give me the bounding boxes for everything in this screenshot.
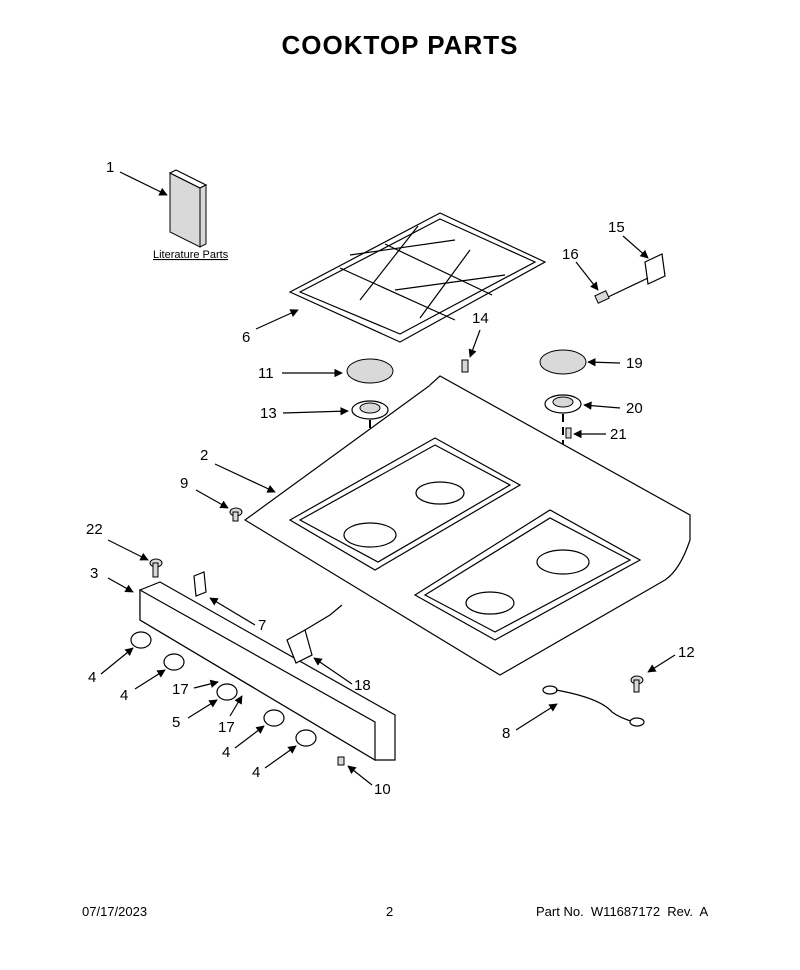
- callout-11: 11: [258, 365, 274, 382]
- footer-part-number: Part No. W11687172 Rev. A: [536, 904, 709, 919]
- literature-booklet: [168, 169, 208, 248]
- callout-15: 15: [608, 219, 625, 236]
- screw-14: [461, 359, 469, 373]
- screw-10: [337, 756, 345, 766]
- callout-19: 19: [626, 355, 643, 372]
- leader-lines: [100, 171, 676, 786]
- callout-4: 4: [222, 744, 230, 761]
- callout-6: 6: [242, 329, 250, 346]
- control-knob: [295, 729, 317, 747]
- callout-1: 1: [106, 159, 114, 176]
- control-knob: [163, 653, 185, 671]
- callout-20: 20: [626, 400, 643, 417]
- clip-7: [193, 571, 207, 597]
- page-title: COOKTOP PARTS: [281, 30, 519, 60]
- callout-9: 9: [180, 475, 188, 492]
- callout-7: 7: [258, 617, 266, 634]
- callout-4: 4: [120, 687, 128, 704]
- callout-17: 17: [172, 681, 189, 698]
- callout-5: 5: [172, 714, 180, 731]
- valve-18: [286, 604, 343, 664]
- manifold-panel: [139, 581, 396, 762]
- callout-14: 14: [472, 310, 489, 327]
- ground-wire-8: [542, 685, 645, 727]
- control-knob: [263, 709, 285, 727]
- orifice-21: [565, 427, 572, 439]
- burner-head-13: [351, 400, 389, 420]
- footer-date: 07/17/2023: [82, 904, 148, 919]
- callout-8: 8: [502, 725, 510, 742]
- callout-2: 2: [200, 447, 208, 464]
- callout-4: 4: [252, 764, 260, 781]
- burner-cap-11: [346, 358, 394, 384]
- footer-page-number: 2: [386, 904, 394, 919]
- burner-cap-19: [539, 349, 587, 375]
- bracket-and-screw: [594, 253, 666, 304]
- control-knob: [130, 631, 152, 649]
- callout-3: 3: [90, 565, 98, 582]
- cooktop-grate: [288, 212, 547, 343]
- callout-17: 17: [218, 719, 235, 736]
- cooktop-surface: [243, 375, 692, 676]
- literature-parts-label: Literature Parts: [153, 249, 229, 261]
- callout-22: 22: [86, 521, 103, 538]
- screw-9: [229, 507, 243, 522]
- screw-12: [630, 675, 644, 693]
- callout-18: 18: [354, 677, 371, 694]
- callout-labels: 1 2 3 4 4 4 4 5 6 7 8 9 10 11 12 13 14 1…: [86, 159, 695, 798]
- burner-head-20: [544, 394, 582, 414]
- control-knob: [216, 683, 238, 701]
- callout-12: 12: [678, 644, 695, 661]
- callout-4: 4: [88, 669, 96, 686]
- callout-10: 10: [374, 781, 391, 798]
- callout-21: 21: [610, 426, 627, 443]
- callout-16: 16: [562, 246, 579, 263]
- callout-13: 13: [260, 405, 277, 422]
- screw-22: [149, 558, 163, 578]
